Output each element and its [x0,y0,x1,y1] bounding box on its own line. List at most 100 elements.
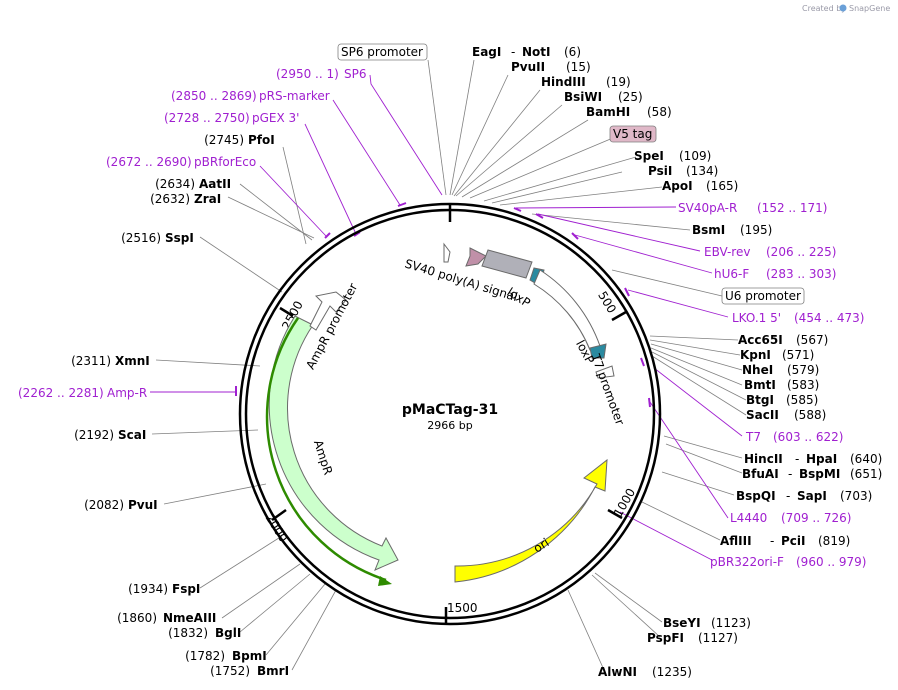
sv40-small-arrow [443,242,451,263]
primer-prs-marker-label: pRS-marker [259,89,330,103]
site-pvuii-pos: (15) [566,60,591,74]
site-sspi-pos: (2516) [121,231,161,245]
primer-pbr322ori-f-range: (960 .. 979) [796,555,866,569]
primer-amp-r-label: Amp-R [107,386,147,400]
site-aatii-pos: (2634) [155,177,195,191]
site-kpni-pos: (571) [782,348,814,362]
primer-pbrforeco-label: pBRforEco [194,155,256,169]
site-pvuii-label: PvuII [511,60,545,74]
site-sacii-pos: (588) [794,408,826,422]
loxp-label-1: loxP [504,285,532,310]
site-sspi-label: SspI [165,231,194,245]
v5-tag-box [609,125,657,143]
brand-text: SnapGene [849,4,890,13]
site-sacii-label: SacII [746,408,779,422]
primer-pbr322ori-f-label: pBR322ori-F [710,555,784,569]
loxp-arrow-2 [589,343,607,359]
site-alwni-pos: (1235) [652,665,692,679]
site-fspi-pos: (1934) [128,582,168,596]
site-bspmi-pos: (651) [850,467,882,481]
primer-t7-label: T7 [745,430,761,444]
site-bsiwi-pos: (25) [618,90,643,104]
t7-promoter-label: T7 promoter [588,351,627,427]
site-bmti-label: BmtI [744,378,776,392]
site-noti-label: NotI [522,45,551,59]
site-hindiii-pos: (19) [606,75,631,89]
site-bmti-pos: (583) [787,378,819,392]
tick-marks [271,204,627,624]
ori-feature-arrow [454,458,608,583]
site-xmni-pos: (2311) [71,354,111,368]
site-psii-pos: (134) [686,164,718,178]
site-bspqi-label: BspQI [736,489,776,503]
site-hpai-label: HpaI [806,452,837,466]
u6-promoter-box [721,287,805,305]
primer-l4440-range: (709 .. 726) [781,511,851,525]
site-nmeaiii-pos: (1860) [117,611,157,625]
site-bmri-pos: (1752) [210,664,250,678]
primer-amp-r-range: (2262 .. 2281) [18,386,104,400]
site-psii-label: PsiI [648,164,672,178]
site-bgli-label: BglI [215,626,241,640]
credit-text: Created by [802,4,846,13]
site-hindiii-label: HindIII [541,75,586,89]
site-bsiwi-label: BsiWI [564,90,602,104]
vector-region-arrow [533,269,601,351]
sp6-promoter-label: SP6 promoter [341,45,423,59]
t7-promoter-arrow [595,365,615,379]
site-pvui-pos: (2082) [84,498,124,512]
site-btgi-label: BtgI [746,393,774,407]
primer-sv40pa-r-range: (152 .. 171) [757,201,827,215]
site-acc65i-label: Acc65I [738,333,783,347]
site-dash: - [770,534,774,548]
primer-prs-marker-range: (2850 .. 2869) [171,89,257,103]
site-nhei-label: NheI [742,363,773,377]
primer-sp6-range: (2950 .. 1) [276,67,339,81]
left-primers: (2950 .. 1) SP6 (2850 .. 2869) pRS-marke… [18,67,367,400]
site-alwni-label: AlwNI [598,665,637,679]
site-scai-label: ScaI [118,428,146,442]
site-hincii-label: HincII [744,452,783,466]
site-zrai-label: ZraI [194,192,221,206]
u6-promoter-label: U6 promoter [725,289,801,303]
site-pfoi-label: PfoI [248,133,275,147]
site-pfoi-pos: (2745) [204,133,244,147]
site-nmeaiii-label: NmeAIII [163,611,216,625]
site-bpmi-pos: (1782) [185,649,225,663]
site-noti-pos: (6) [564,45,581,59]
site-pcii-label: PciI [781,534,806,548]
snapgene-logo-icon [839,4,847,12]
site-bseyi-pos: (1123) [711,616,751,630]
ampr-label: AmpR [311,438,335,476]
site-bgli-pos: (1832) [168,626,208,640]
tick-label-1500: 1500 [447,601,478,615]
primer-ebv-rev-label: EBV-rev [704,245,750,259]
right-sites: EagI - NotI (6) PvuII (15) HindIII (19) … [472,45,882,679]
site-dash: - [511,45,515,59]
site-bspmi-label: BspMI [799,467,840,481]
site-afliii-label: AflIII [720,534,752,548]
site-bsmi-pos: (195) [740,223,772,237]
site-sapi-pos: (703) [840,489,872,503]
primer-leader-lines [150,74,743,561]
right-primers: SV40pA-R (152 .. 171) EBV-rev (206 .. 22… [678,201,866,569]
site-pcii-pos: (819) [818,534,850,548]
site-pspfi-label: PspFI [647,631,684,645]
sv40-grey-box [481,249,533,279]
sv40-polya-arrow [465,247,487,267]
leader-lines [151,59,747,671]
primer-sp6-label: SP6 [344,67,367,81]
ampr-orf-line [265,317,387,582]
primer-lko1-range: (454 .. 473) [794,311,864,325]
site-bfuai-label: BfuAI [742,467,779,481]
primer-l4440-label: L4440 [730,511,767,525]
site-dash: - [795,452,799,466]
plasmid-length: 2966 bp [427,419,472,432]
site-bamhi-pos: (58) [647,105,672,119]
plasmid-name: pMaCTag-31 [402,402,498,418]
site-scai-pos: (2192) [74,428,114,442]
site-bseyi-label: BseYI [663,616,701,630]
site-bmri-label: BmrI [257,664,289,678]
primer-ebv-rev-range: (206 .. 225) [766,245,836,259]
